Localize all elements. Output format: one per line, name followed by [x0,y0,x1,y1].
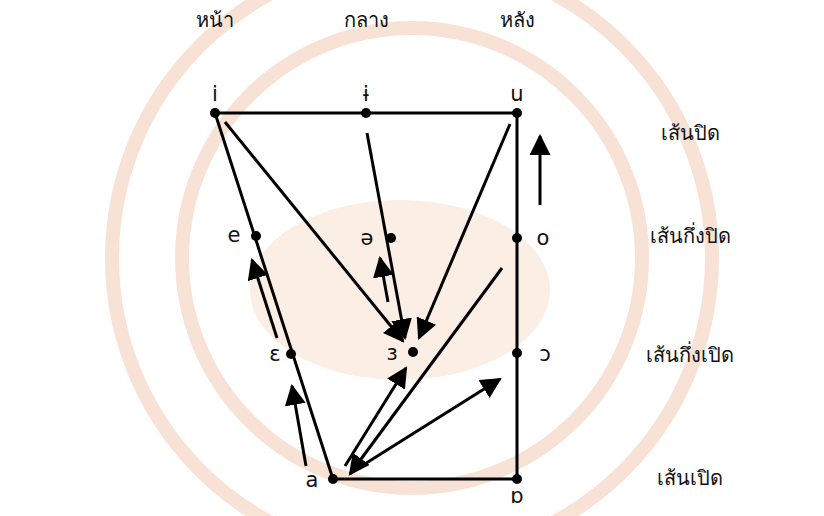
vowel-symbol: o [537,227,550,250]
vowel-symbol: i [212,83,218,106]
row-heading: เส้นปิด [661,122,720,144]
vowel-symbol: ɜ [386,342,397,365]
vowel-symbol: e [228,224,241,247]
row-heading: เส้นกึ่งเปิด [646,344,734,366]
vowel-symbol: ɛ [269,343,280,366]
row-heading: เส้นกึ่งปิด [650,225,731,247]
vowel-dots [210,108,522,484]
column-heading: กลาง [344,9,389,31]
vowel-trapezoid [215,113,517,479]
vowel-symbol: u [510,83,523,106]
watermark-decoration [112,0,712,516]
row-heading: เส้นเปิด [657,467,723,489]
vowel-symbol: a [306,469,319,492]
vowel-symbol: ɒ [510,485,523,508]
vowel-symbol: ə [361,227,374,250]
vowel-symbol: ɔ [539,343,551,366]
column-heading: หลัง [500,9,535,31]
vowel-symbol: ɨ [363,83,369,106]
diphthong-arrows [225,122,540,474]
column-heading: หน้า [196,9,234,31]
